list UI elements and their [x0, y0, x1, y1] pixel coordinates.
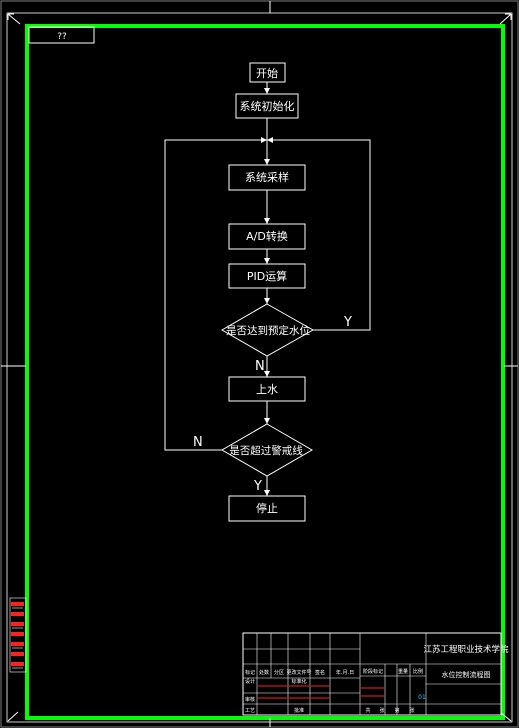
title-bottom-cell: 张: [409, 707, 414, 714]
node-decision-level: 是否达到预定水位: [221, 303, 315, 357]
node-stop-label: 停止: [256, 501, 278, 515]
node-decision-alarm-label: 是否超过警戒线: [229, 444, 303, 457]
node-up-label: 上水: [256, 383, 278, 396]
title-school: 江苏工程职业技术学院: [423, 644, 509, 655]
edge-label-dec2-yes: Y: [253, 479, 262, 494]
title-left-label: 设计: [245, 678, 255, 685]
title-header-cell: 处数: [259, 669, 269, 676]
node-init-label: 系统初始化: [240, 99, 295, 113]
title-header-cell: 签名: [315, 669, 325, 676]
node-sample-label: 系统采样: [245, 170, 289, 184]
flowchart: [164, 82, 371, 496]
title-middle-label: 标准化: [291, 678, 306, 685]
title-left-label: 审核: [245, 696, 255, 703]
title-drawing-name: 水位控制流程图: [442, 670, 491, 679]
node-start-label: 开始: [256, 66, 278, 80]
title-bottom-cell: 张: [379, 707, 384, 714]
arrowheads: [261, 88, 273, 496]
node-decision-level-label: 是否达到预定水位: [226, 324, 310, 337]
edge-label-dec1-no: N: [255, 359, 265, 374]
title-bottom-cell: 共: [365, 707, 370, 714]
title-bottom-cell: 第: [394, 707, 399, 714]
drawing-frame: [25, 24, 505, 720]
edge-label-dec1-yes: Y: [343, 315, 352, 330]
title-header-cell: 分区: [274, 669, 284, 676]
title-left-label: 工艺: [245, 708, 255, 714]
node-decision-alarm: 是否超过警戒线: [221, 423, 313, 477]
node-sample: 系统采样: [228, 164, 306, 191]
title-block: 江苏工程职业技术学院 水位控制流程图 01 标记 处数 分区 更改文件号 签名 …: [242, 632, 509, 716]
corner-label-box: [28, 26, 95, 44]
title-right-header: 比例: [413, 668, 423, 675]
node-stop: 停止: [228, 495, 306, 522]
node-up: 上水: [228, 376, 306, 402]
node-init: 系统初始化: [235, 93, 299, 119]
outer-border: [6, 12, 513, 723]
side-marks: [9, 597, 27, 673]
title-right-header: 重量: [398, 668, 408, 675]
title-right-header: 阶段标记: [363, 668, 383, 675]
title-header-cell: 年.月.日: [336, 669, 354, 676]
node-adc-label: A/D转换: [246, 229, 288, 243]
title-header-cell: 标记: [245, 669, 255, 676]
corner-label: ??: [57, 32, 67, 42]
edge-label-dec2-no: N: [193, 435, 203, 450]
node-pid: PID运算: [228, 263, 306, 289]
title-header-cell: 更改文件号: [286, 669, 311, 676]
title-page-no: 01: [418, 694, 426, 701]
node-start: 开始: [249, 62, 286, 83]
node-pid-label: PID运算: [247, 269, 287, 283]
node-adc: A/D转换: [228, 223, 306, 250]
title-middle-label: 批准: [294, 707, 304, 714]
